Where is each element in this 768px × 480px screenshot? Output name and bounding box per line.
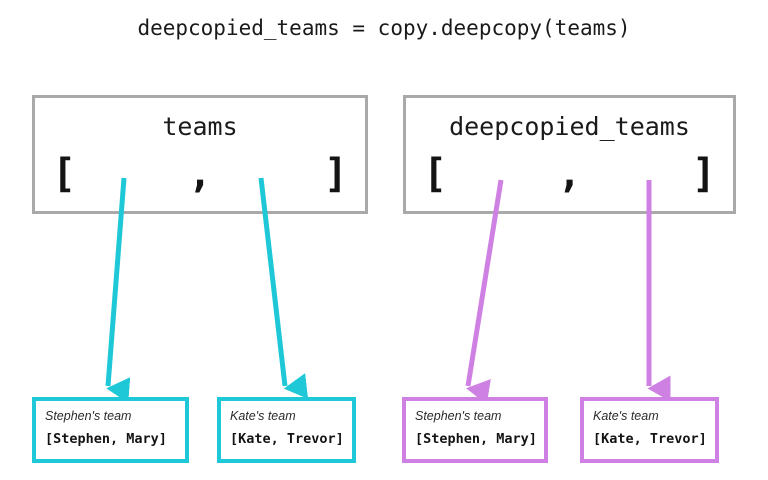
leaf-value: [Kate, Trevor] xyxy=(593,431,707,447)
container-box-deepcopied-teams: deepcopied_teams [ , ] xyxy=(403,95,736,214)
leaf-label: Kate's team xyxy=(230,409,296,423)
bracket-comma-deepcopied-teams: , xyxy=(557,151,582,197)
leaf-value: [Stephen, Mary] xyxy=(415,431,537,447)
container-name-teams: teams xyxy=(162,112,238,141)
leaf-box-deepcopied-stephen: Stephen's team [Stephen, Mary] xyxy=(402,397,548,463)
leaf-box-teams-stephen: Stephen's team [Stephen, Mary] xyxy=(32,397,189,463)
bracket-close-teams: ] xyxy=(323,151,348,197)
leaf-value: [Stephen, Mary] xyxy=(45,431,167,447)
leaf-box-deepcopied-kate: Kate's team [Kate, Trevor] xyxy=(580,397,719,463)
bracket-open-teams: [ xyxy=(52,151,77,197)
bracket-row-deepcopied-teams: [ , ] xyxy=(406,152,733,202)
bracket-comma-teams: , xyxy=(187,151,213,197)
leaf-label: Kate's team xyxy=(593,409,659,423)
leaf-box-teams-kate: Kate's team [Kate, Trevor] xyxy=(217,397,356,463)
leaf-value: [Kate, Trevor] xyxy=(230,431,344,447)
bracket-close-deepcopied-teams: ] xyxy=(691,151,716,197)
leaf-label: Stephen's team xyxy=(415,409,502,423)
bracket-open-deepcopied-teams: [ xyxy=(423,151,448,197)
page-title-code: deepcopied_teams = copy.deepcopy(teams) xyxy=(137,16,631,40)
leaf-label: Stephen's team xyxy=(45,409,132,423)
container-box-teams: teams [ , ] xyxy=(32,95,368,214)
container-name-deepcopied-teams: deepcopied_teams xyxy=(449,112,690,141)
bracket-row-teams: [ , ] xyxy=(35,152,365,202)
